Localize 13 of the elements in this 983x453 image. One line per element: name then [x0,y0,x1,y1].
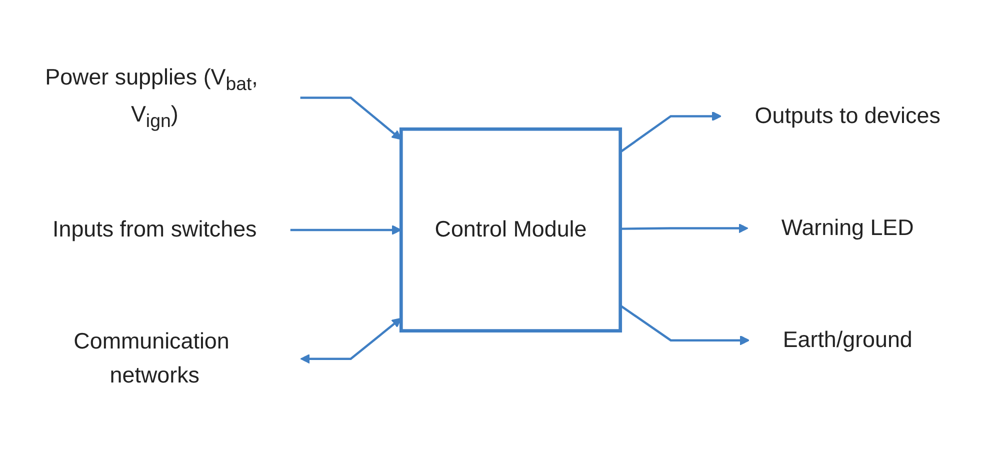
arrow [620,304,750,346]
arrow [290,224,402,235]
arrow [620,111,722,153]
node-text: Communication networks [74,330,230,388]
arrow [300,96,402,140]
node-box: Control Module [399,127,622,332]
node-text: Warning LED [781,216,914,240]
node-text: Earth/ground [782,328,912,353]
arrow [300,318,402,364]
arrow [620,223,748,234]
node-text: Inputs from switches [52,218,257,242]
node-text: Power supplies (V$_{bat}$, V$_{ign}$) [45,65,258,132]
node-text: Outputs to devices [754,104,940,128]
